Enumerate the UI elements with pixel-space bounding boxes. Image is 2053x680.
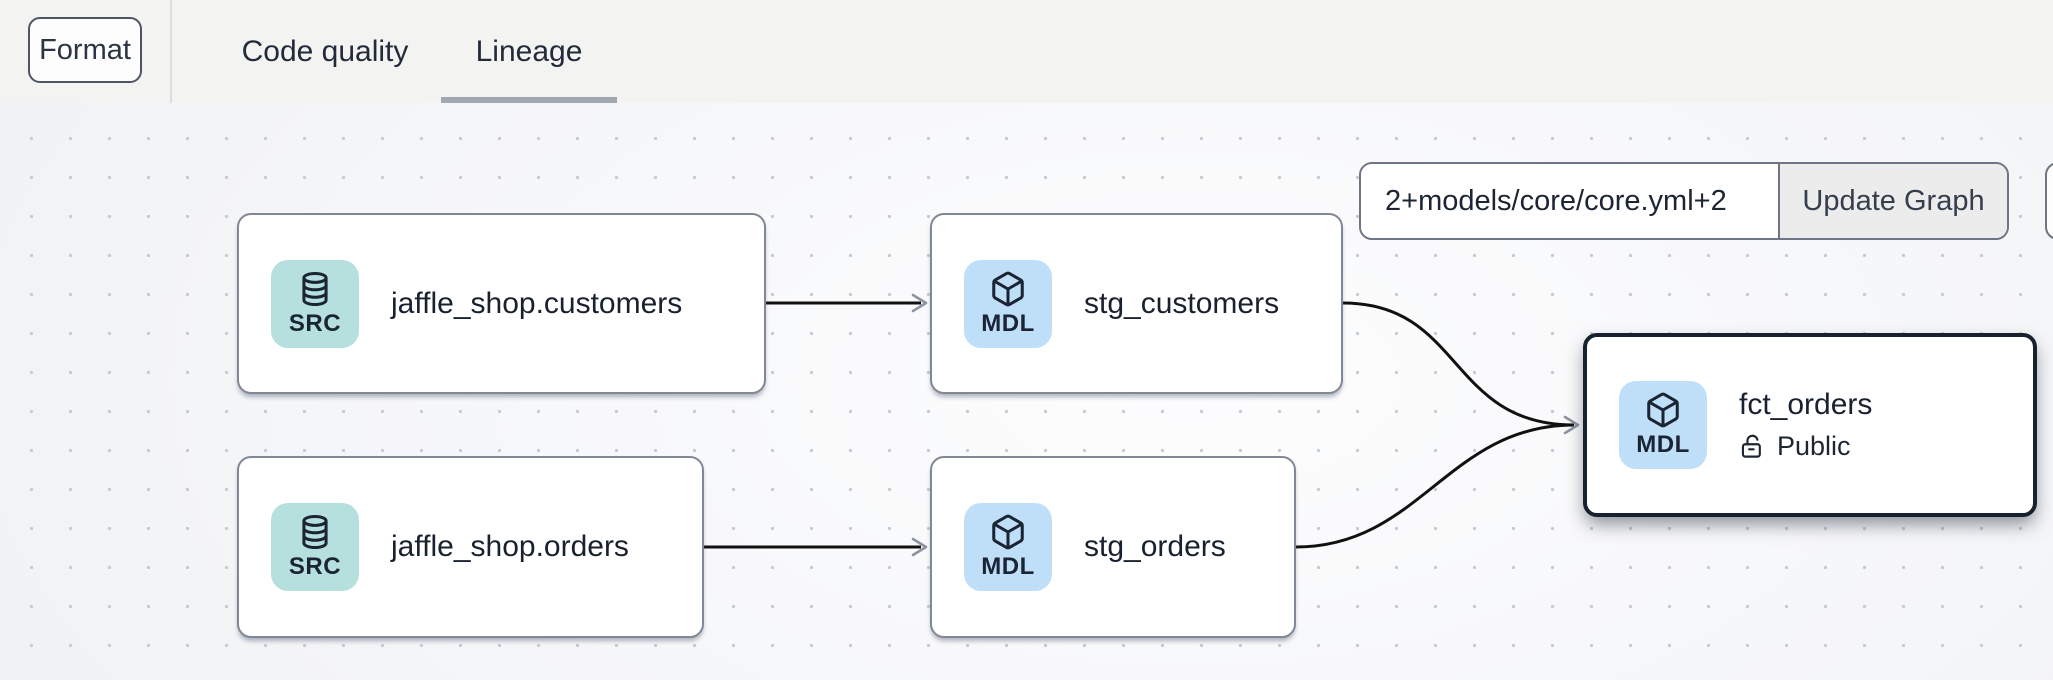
unlock-icon <box>1741 434 1761 458</box>
node-label: stg_orders <box>1084 530 1226 563</box>
edge-stgorders-to-fct <box>1295 423 1575 549</box>
node-jaffle-shop-orders[interactable]: SRC jaffle_shop.orders <box>237 456 704 638</box>
graph-controls: Update Graph <box>1359 162 2009 240</box>
node-fct-orders[interactable]: MDL fct_orders Public <box>1583 333 2037 517</box>
database-icon <box>302 271 328 306</box>
arrowhead-icon <box>911 537 928 557</box>
arrowhead-icon <box>911 293 928 313</box>
update-graph-button[interactable]: Update Graph <box>1778 164 2007 238</box>
node-access: Public <box>1739 431 1872 462</box>
tab-lineage[interactable]: Lineage <box>475 34 583 68</box>
access-label: Public <box>1777 431 1851 461</box>
model-badge: MDL <box>1619 381 1707 469</box>
model-badge: MDL <box>964 503 1052 591</box>
node-stg-orders[interactable]: MDL stg_orders <box>930 456 1296 638</box>
partial-button[interactable] <box>2045 162 2053 240</box>
node-label: fct_orders <box>1739 388 1873 421</box>
badge-label: SRC <box>288 309 342 337</box>
node-jaffle-shop-customers[interactable]: SRC jaffle_shop.customers <box>237 213 766 394</box>
edge-stgcustomers-to-fct <box>1342 301 1575 427</box>
active-tab-underline <box>441 97 617 103</box>
source-badge: SRC <box>271 259 359 348</box>
cube-icon <box>992 514 1024 550</box>
lineage-canvas[interactable]: SRC jaffle_shop.customers MDL stg_custom… <box>0 103 2053 680</box>
node-label: stg_customers <box>1084 286 1280 320</box>
database-icon <box>302 514 328 550</box>
cube-icon <box>1647 392 1679 428</box>
model-badge: MDL <box>964 259 1052 348</box>
selector-input[interactable] <box>1361 164 1778 238</box>
badge-label: MDL <box>981 309 1035 337</box>
arrowhead-icon <box>1563 415 1580 435</box>
toolbar-divider <box>170 0 172 103</box>
node-label: jaffle_shop.customers <box>391 286 683 320</box>
badge-label: MDL <box>1636 431 1690 458</box>
format-button[interactable]: Format <box>28 17 142 83</box>
badge-label: SRC <box>288 553 342 580</box>
cube-icon <box>992 271 1024 306</box>
lineage-edges <box>704 293 1580 557</box>
node-stg-customers[interactable]: MDL stg_customers <box>930 213 1343 394</box>
tab-code-quality[interactable]: Code quality <box>241 34 409 68</box>
toolbar: Format Code quality Lineage <box>0 0 2053 103</box>
badge-label: MDL <box>981 553 1035 580</box>
source-badge: SRC <box>271 503 359 591</box>
node-label: jaffle_shop.orders <box>391 530 629 563</box>
